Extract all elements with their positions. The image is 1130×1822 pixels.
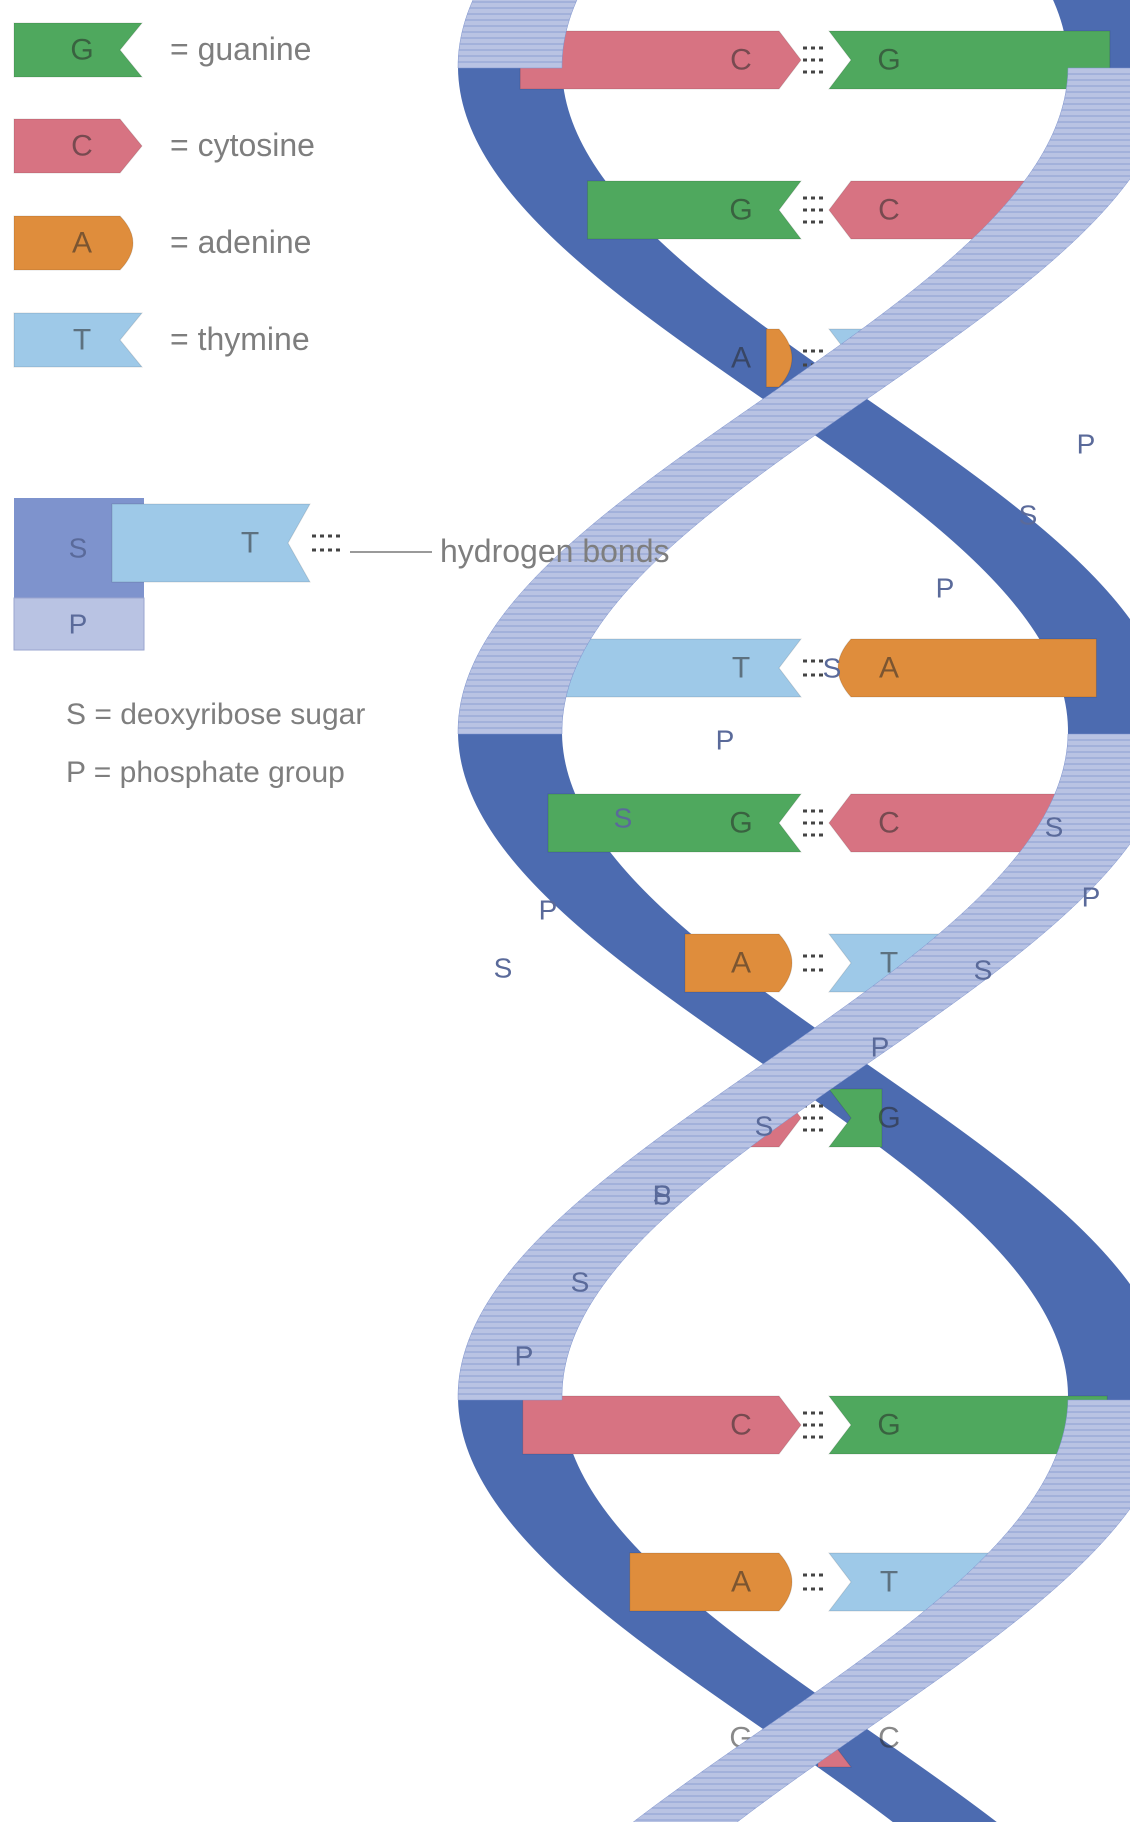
base-pair-right-letter: C xyxy=(878,807,900,840)
phosphate-label: P xyxy=(539,895,558,926)
base-pair-left-letter: A xyxy=(731,342,751,375)
hydrogen-bonds xyxy=(803,1413,827,1437)
base-pair-left-letter: A xyxy=(731,1566,751,1599)
nucleotide-base-letter: T xyxy=(241,527,259,560)
sugar-definition: S = deoxyribose sugar xyxy=(66,698,365,731)
base-pair-left-letter: G xyxy=(729,807,752,840)
legend-cytosine-label: = cytosine xyxy=(170,127,315,163)
base-pair-left-letter: A xyxy=(731,947,751,980)
sugar-label: S xyxy=(571,1267,590,1298)
hydrogen-bonds xyxy=(803,956,827,970)
hydrogen-bonds xyxy=(803,811,827,835)
hydrogen-bonds xyxy=(312,536,342,550)
base-pair-left-letter: G xyxy=(729,194,752,227)
phosphate-label: P xyxy=(1082,882,1101,913)
base-pair-right-letter: A xyxy=(879,652,899,685)
phosphate-label: P xyxy=(871,1032,890,1063)
guanine-base xyxy=(829,1089,882,1147)
phosphate-label: P xyxy=(716,725,735,756)
sugar-label: S xyxy=(755,1111,774,1142)
sugar-letter: S xyxy=(69,533,88,564)
legend-thymine-letter: T xyxy=(73,324,91,357)
hydrogen-bonds xyxy=(803,198,827,222)
legend-adenine-label: = adenine xyxy=(170,224,311,260)
hydrogen-bonds xyxy=(803,1575,827,1589)
base-pair-right-letter: C xyxy=(878,194,900,227)
base-pair-left-letter: C xyxy=(730,1409,752,1442)
legend-adenine-letter: A xyxy=(72,227,92,260)
hydrogen-bonds xyxy=(803,1106,827,1130)
base-pair-left-letter: T xyxy=(732,652,750,685)
guanine-base xyxy=(587,181,801,239)
cytosine-base xyxy=(523,1396,801,1454)
legend-entry-guanine: G = guanine xyxy=(14,23,311,77)
sugar-label: S xyxy=(614,803,633,834)
phosphate-label: P xyxy=(936,573,955,604)
thymine-base xyxy=(112,504,310,582)
adenine-base xyxy=(838,639,1096,697)
guanine-base xyxy=(548,794,801,852)
phosphate-label: P xyxy=(515,1341,534,1372)
legend-entry-cytosine: C = cytosine xyxy=(14,119,315,173)
sugar-label: S xyxy=(974,955,993,986)
hydrogen-bonds xyxy=(803,48,827,72)
legend-thymine-label: = thymine xyxy=(170,321,310,357)
legend-guanine-label: = guanine xyxy=(170,31,311,67)
sugar-label: S xyxy=(1045,812,1064,843)
sugar-label: S xyxy=(653,1180,672,1211)
base-pair-right-letter: T xyxy=(880,1566,898,1599)
legend-entry-adenine: A = adenine xyxy=(14,216,311,270)
phosphate-definition: P = phosphate group xyxy=(66,756,345,789)
base-pair-right-letter: G xyxy=(877,1409,900,1442)
adenine-base xyxy=(630,1553,792,1611)
phosphate-letter: P xyxy=(69,609,88,640)
sugar-label: S xyxy=(494,953,513,984)
base-pair-right-letter: G xyxy=(877,1102,900,1135)
base-pair-left-letter: C xyxy=(730,44,752,77)
legend-entry-thymine: T = thymine xyxy=(14,313,310,367)
legend-cytosine-letter: C xyxy=(71,130,93,163)
phosphate-label: P xyxy=(1077,429,1096,460)
hydrogen-bonds-label: hydrogen bonds xyxy=(440,533,670,569)
base-pair-right-letter: C xyxy=(878,1722,900,1755)
sugar-label: S xyxy=(823,653,842,684)
sugar-label: S xyxy=(1019,500,1038,531)
legend-guanine-letter: G xyxy=(70,34,93,67)
base-pair-right-letter: G xyxy=(877,44,900,77)
